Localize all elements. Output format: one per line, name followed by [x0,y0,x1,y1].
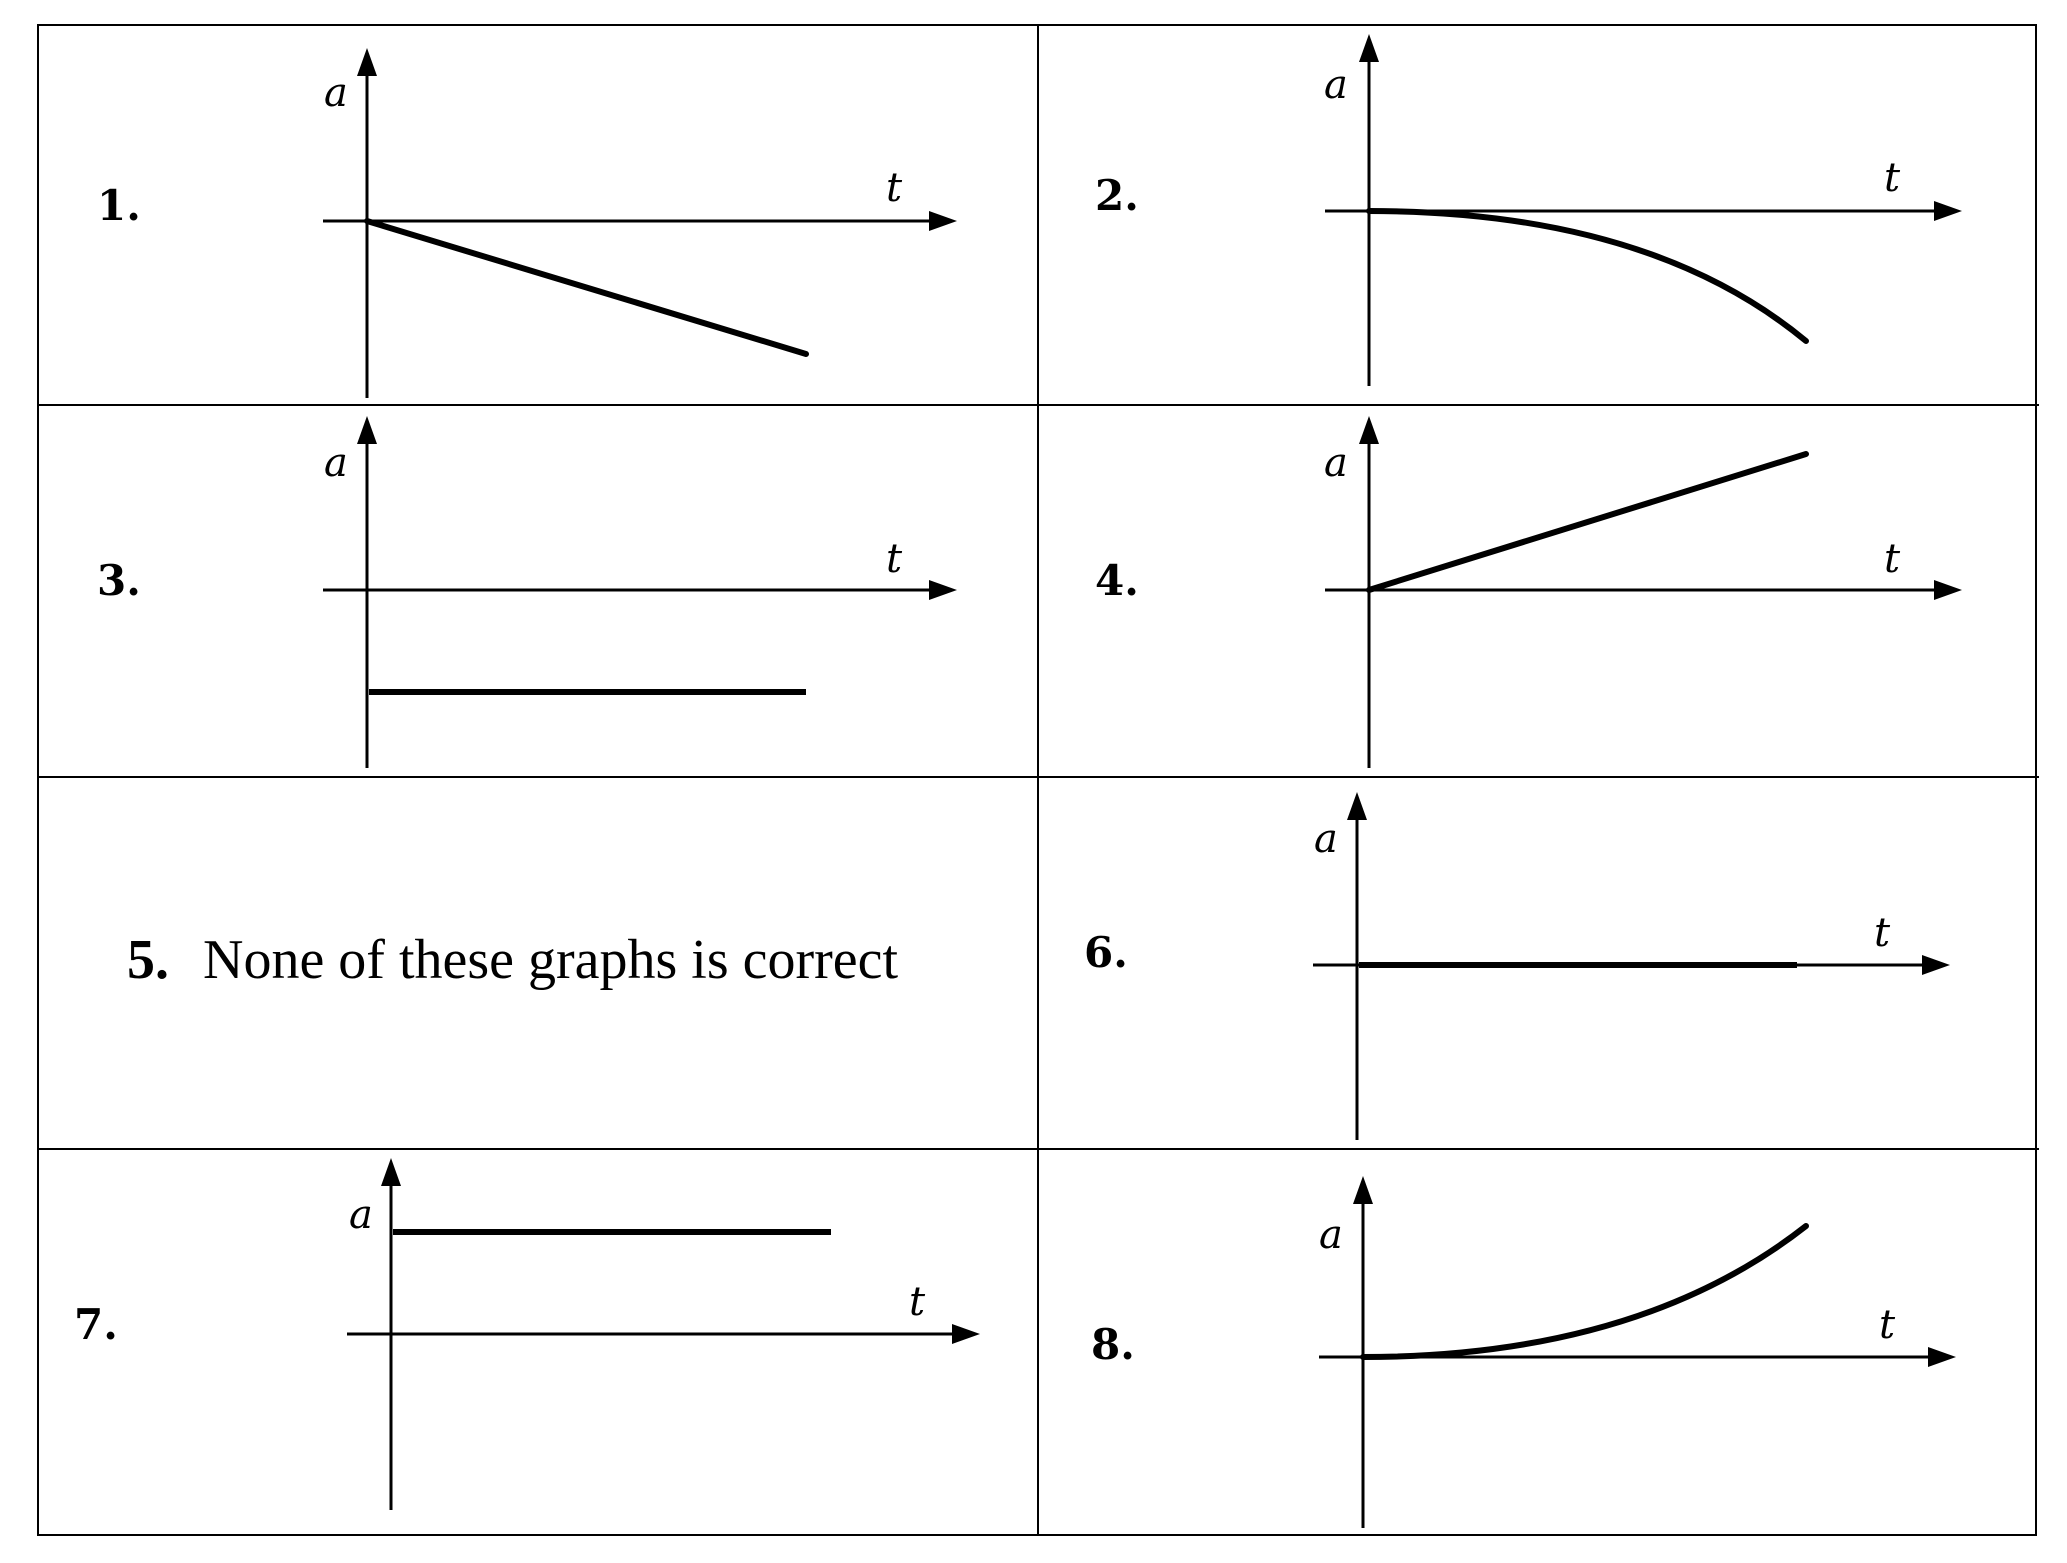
a-axis-arrow-icon [381,1158,401,1186]
a-axis-label: a [324,70,348,116]
a-axis-arrow-icon [1353,1176,1373,1204]
a-axis-arrow-icon [357,416,377,444]
panel-2[interactable]: 2. a t [1039,26,2039,406]
graph-2: a t [1324,34,1962,386]
panel-number: 1. [97,181,141,230]
t-axis-label: t [1884,536,1901,582]
a-axis-arrow-icon [357,48,377,76]
a-axis-label: a [1319,1212,1343,1258]
graph-8: a t [1319,1176,1956,1528]
t-axis-label: t [1884,155,1901,201]
curve-8 [1360,1223,1809,1360]
panel-6[interactable]: 6. a t [1039,778,2039,1150]
t-axis-arrow-icon [952,1324,980,1344]
t-axis-label: t [886,165,903,211]
panel-number: 6. [1084,928,1128,977]
graph-7: a t [347,1158,980,1510]
t-axis-arrow-icon [1934,580,1962,600]
a-axis-label: a [1324,62,1348,108]
panel-number: 3. [97,556,141,605]
curve-2 [1366,208,1809,344]
t-axis-label: t [1874,910,1891,956]
panel-4[interactable]: 4. a t [1039,406,2039,778]
panel-1[interactable]: 1. a t [39,26,1039,406]
t-axis-label: t [1879,1302,1896,1348]
none-correct-option: 5. None of these graphs is correct [127,928,898,992]
graph-4: a t [1324,416,1962,768]
a-axis-arrow-icon [1359,34,1379,62]
graph-3: a t [323,416,957,768]
t-axis-arrow-icon [929,580,957,600]
panel-5[interactable]: 5. None of these graphs is correct [39,778,1039,1150]
a-axis-label: a [324,440,348,486]
a-axis-arrow-icon [1347,792,1367,820]
a-axis-label: a [1324,440,1348,486]
curve-4 [1366,451,1809,593]
a-axis-label: a [349,1192,373,1238]
t-axis-arrow-icon [1922,955,1950,975]
graph-6: a t [1313,792,1950,1140]
a-axis-arrow-icon [1359,416,1379,444]
panel-number: 2. [1095,171,1139,220]
curve-1 [364,218,809,357]
graph-1: a t [323,48,957,398]
none-correct-text: None of these graphs is correct [203,929,899,991]
panel-7[interactable]: 7. a t [39,1150,1039,1534]
t-axis-label: t [909,1279,926,1325]
panel-3[interactable]: 3. a t [39,406,1039,778]
panel-number: 7. [74,1300,118,1349]
panel-8[interactable]: 8. a t [1039,1150,2039,1534]
panel-number: 4. [1095,556,1139,605]
t-axis-arrow-icon [929,211,957,231]
a-axis-label: a [1314,816,1338,862]
t-axis-arrow-icon [1934,201,1962,221]
panel-number: 5. [127,929,169,991]
t-axis-arrow-icon [1928,1347,1956,1367]
answer-choices-table: 1. a t 2. a t 3. a [37,24,2039,1536]
t-axis-label: t [886,536,903,582]
panel-number: 8. [1091,1320,1135,1369]
